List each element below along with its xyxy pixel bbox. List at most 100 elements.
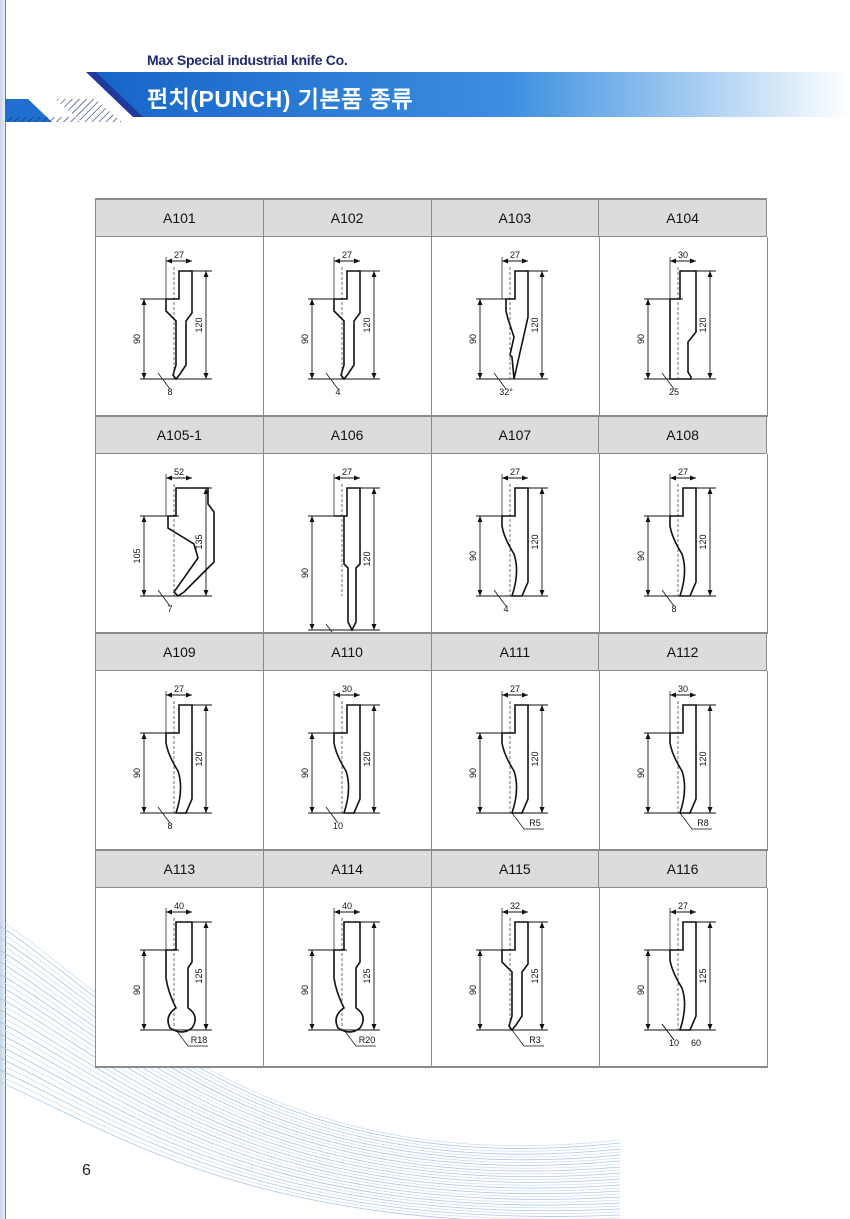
page-edge-line — [5, 0, 6, 1219]
arrow-head — [334, 258, 340, 264]
arrow-head — [522, 475, 528, 481]
drawing-row: 521051357279012062790120427901208 — [96, 454, 768, 634]
arrow-head — [670, 475, 676, 481]
arrow-head — [690, 692, 696, 698]
height-label: 125 — [698, 968, 708, 983]
tip-dimension — [661, 372, 675, 390]
arrow-head — [539, 590, 545, 596]
width-label: 27 — [342, 467, 352, 477]
punch-drawing-cell: 27901206 — [264, 454, 432, 634]
punch-code: A106 — [263, 417, 432, 454]
width-label: 30 — [678, 684, 688, 694]
wave-line — [0, 943, 620, 1158]
wave-line — [0, 919, 620, 1147]
arrow-head — [334, 909, 340, 915]
wave-line — [0, 1045, 620, 1206]
height-label: 120 — [362, 751, 372, 766]
shoulder-label: 90 — [636, 768, 646, 778]
arrow-head — [690, 909, 696, 915]
arrow-head — [477, 950, 483, 956]
arrow-head — [502, 475, 508, 481]
arrow-head — [166, 909, 172, 915]
width-label: 27 — [174, 250, 184, 260]
width-label: 27 — [510, 684, 520, 694]
tip-label: 4 — [335, 387, 340, 397]
punch-drawing: 27901206 — [300, 467, 380, 632]
title-banner — [5, 72, 850, 122]
punch-profile — [669, 704, 697, 814]
shoulder-label: 90 — [468, 768, 478, 778]
tip-label: 8 — [167, 387, 172, 397]
punch-profile — [333, 270, 361, 381]
arrow-head — [371, 271, 377, 277]
tip-dimension — [325, 806, 339, 824]
shoulder-label: 90 — [300, 768, 310, 778]
arrow-head — [141, 950, 147, 956]
punch-code: A112 — [599, 634, 767, 671]
arrow-head — [690, 258, 696, 264]
tip-dimension — [493, 589, 507, 607]
wave-line — [0, 925, 620, 1149]
width-label: 40 — [174, 901, 184, 911]
punch-profile — [333, 921, 364, 1033]
tip-radius-label: R20 — [359, 1035, 376, 1045]
punch-profile — [501, 487, 529, 597]
wave-line — [0, 1015, 620, 1192]
tip-radius-label: R5 — [529, 818, 541, 828]
height-label: 125 — [530, 968, 540, 983]
arrow-head — [166, 475, 172, 481]
arrow-head — [354, 692, 360, 698]
page-edge — [0, 0, 5, 1219]
arrow-head — [502, 692, 508, 698]
wave-line — [0, 1051, 620, 1209]
punch-profile — [334, 487, 361, 632]
punch-profile — [165, 704, 193, 814]
height-label: 120 — [194, 751, 204, 766]
width-label: 27 — [342, 250, 352, 260]
arrow-head — [477, 299, 483, 305]
arrow-head — [522, 692, 528, 698]
arrow-head — [522, 909, 528, 915]
height-label: 120 — [530, 534, 540, 549]
radius-leader — [679, 812, 712, 830]
punch-profile — [501, 921, 529, 1032]
arrow-head — [186, 258, 192, 264]
arrow-head — [309, 733, 315, 739]
tip-dimension — [157, 589, 171, 607]
radius-leader — [511, 1029, 544, 1047]
shoulder-label: 90 — [636, 334, 646, 344]
shoulder-label: 90 — [132, 334, 142, 344]
arrow-head — [522, 258, 528, 264]
arrow-head — [539, 922, 545, 928]
arrow-head — [309, 624, 315, 630]
arrow-head — [203, 1024, 209, 1030]
arrow-head — [645, 733, 651, 739]
shoulder-label: 90 — [468, 551, 478, 561]
arrow-head — [371, 373, 377, 379]
wave-line — [0, 997, 620, 1183]
tip-label: 60 — [691, 1038, 701, 1048]
arrow-head — [309, 1024, 315, 1030]
arrow-head — [334, 692, 340, 698]
tip-dimension — [157, 372, 171, 390]
arrow-head — [141, 299, 147, 305]
wave-line — [0, 1021, 620, 1195]
arrow-head — [539, 488, 545, 494]
arrow-head — [309, 516, 315, 522]
arrow-head — [186, 475, 192, 481]
tip-label: 32° — [499, 387, 513, 397]
arrow-head — [707, 590, 713, 596]
arrow-head — [186, 909, 192, 915]
